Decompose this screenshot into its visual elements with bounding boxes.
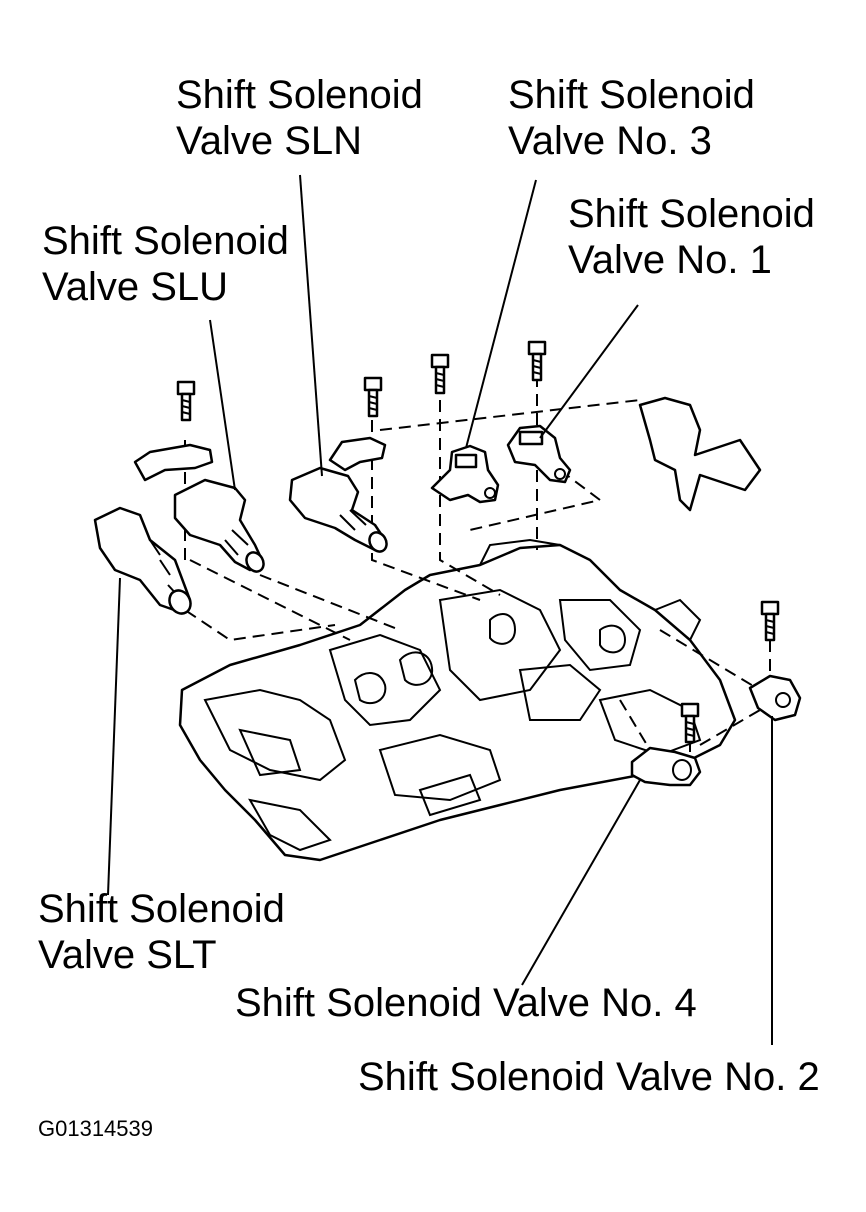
bolt-icon xyxy=(760,600,780,642)
solenoid-no1 xyxy=(506,424,572,484)
label-no4: Shift Solenoid Valve No. 4 xyxy=(235,981,697,1025)
label-no1-line1: Shift Solenoid xyxy=(568,192,815,236)
label-no3: Shift Solenoid Valve No. 3 xyxy=(508,72,755,164)
label-slt-line2: Valve SLT xyxy=(38,933,217,977)
solenoid-no4 xyxy=(630,746,702,787)
bolt-icon xyxy=(680,702,700,744)
label-no2: Shift Solenoid Valve No. 2 xyxy=(358,1055,820,1099)
label-slu: Shift Solenoid Valve SLU xyxy=(42,218,289,310)
label-no1-line2: Valve No. 1 xyxy=(568,238,772,282)
figure-id: G01314539 xyxy=(38,1116,153,1141)
bolt-icon xyxy=(363,376,383,418)
solenoid-sln xyxy=(288,466,388,553)
label-no1: Shift Solenoid Valve No. 1 xyxy=(568,191,815,283)
solenoid-no3 xyxy=(430,444,500,504)
label-sln-line1: Shift Solenoid xyxy=(176,73,423,117)
label-slt-line1: Shift Solenoid xyxy=(38,887,285,931)
valve-body xyxy=(178,538,737,862)
label-no3-line1: Shift Solenoid xyxy=(508,73,755,117)
label-slu-line1: Shift Solenoid xyxy=(42,219,289,263)
brackets xyxy=(133,396,762,512)
solenoid-slt xyxy=(93,506,192,615)
bolts xyxy=(176,340,780,744)
solenoid-slu xyxy=(173,478,265,573)
label-slu-line2: Valve SLU xyxy=(42,265,229,309)
bolt-icon xyxy=(430,353,450,395)
solenoid-no2 xyxy=(748,674,802,722)
label-sln: Shift Solenoid Valve SLN xyxy=(176,72,423,164)
label-slt: Shift Solenoid Valve SLT xyxy=(38,886,285,978)
label-no3-line2: Valve No. 3 xyxy=(508,119,712,163)
bolt-icon xyxy=(176,380,196,422)
bolt-icon xyxy=(527,340,547,382)
label-sln-line2: Valve SLN xyxy=(176,119,363,163)
leader-lines xyxy=(107,174,773,1045)
